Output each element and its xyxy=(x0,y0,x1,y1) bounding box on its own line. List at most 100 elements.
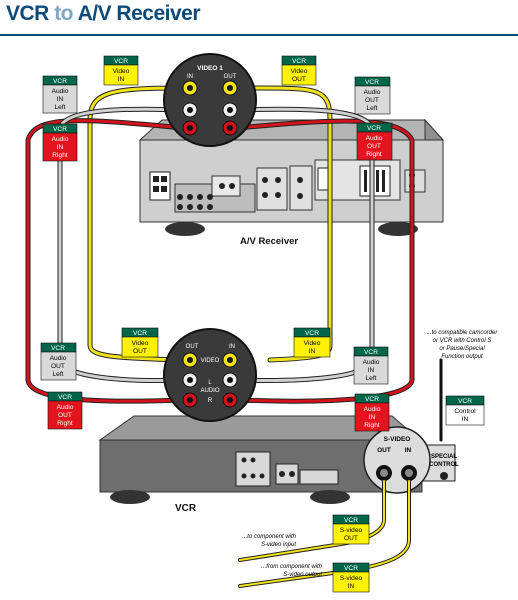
label-top-audio-out-left: VCR Audio OUT Left xyxy=(354,76,391,115)
receiver-jack-panel: VIDEO 1 IN OUT xyxy=(163,53,257,147)
svg-text:VCR: VCR xyxy=(344,517,358,524)
vcr-jack-panel: OUT IN VIDEO L AUDIO R xyxy=(163,328,257,422)
label-svideo-in: VCR S-video IN xyxy=(332,562,370,593)
svg-text:Function output: Function output xyxy=(441,354,483,360)
svg-text:S-video input: S-video input xyxy=(261,542,296,548)
svg-text:OUT: OUT xyxy=(51,363,65,370)
receiver-caption: A/V Receiver xyxy=(240,236,298,247)
svg-text:Control: Control xyxy=(454,408,476,415)
svg-text:Right: Right xyxy=(57,420,73,427)
svg-text:IN: IN xyxy=(462,416,469,423)
svg-text:OUT: OUT xyxy=(58,412,72,419)
svg-text:S-video output: S-video output xyxy=(283,572,322,578)
svg-text:Audio: Audio xyxy=(363,359,380,366)
svg-text:VCR: VCR xyxy=(292,58,306,65)
av-receiver: A/V Receiver xyxy=(138,118,445,247)
svg-text:Audio: Audio xyxy=(50,355,67,362)
svg-text:...to compatible camcorder: ...to compatible camcorder xyxy=(427,330,499,336)
svg-text:IN: IN xyxy=(57,144,64,151)
svg-text:Left: Left xyxy=(366,375,377,382)
control-label: CONTROL xyxy=(429,462,459,468)
svg-text:VCR: VCR xyxy=(305,330,319,337)
bottom-out-label: OUT xyxy=(186,344,199,350)
label-bottom-audio-out-left: VCR Audio OUT Left xyxy=(40,342,77,381)
note-from-component: ...from component with S-video output xyxy=(261,564,322,578)
video1-label: VIDEO 1 xyxy=(197,65,223,72)
special-label: SPECIAL xyxy=(431,454,457,460)
svg-text:IN: IN xyxy=(369,414,376,421)
title-vcr: VCR xyxy=(6,2,49,25)
label-bottom-audio-out-right: VCR Audio OUT Right xyxy=(47,391,83,430)
special-control-jack xyxy=(440,472,448,480)
bottom-video-label: VIDEO xyxy=(201,358,220,364)
svg-text:Audio: Audio xyxy=(364,406,381,413)
svideo-title: S-VIDEO xyxy=(384,436,411,443)
svg-text:Right: Right xyxy=(364,422,380,429)
svg-text:VCR: VCR xyxy=(53,126,67,133)
label-top-video-in: VCR Video IN xyxy=(103,55,139,86)
svg-text:S-video: S-video xyxy=(340,527,363,534)
note-to-component: ...to component with S-video input xyxy=(242,534,296,548)
page-title: VCR to A/V Receiver xyxy=(6,2,201,26)
svg-text:OUT: OUT xyxy=(365,97,379,104)
svg-text:OUT: OUT xyxy=(133,348,147,355)
bottom-in-label: IN xyxy=(229,344,235,350)
vcr-caption: VCR xyxy=(175,503,197,514)
bottom-l-label: L xyxy=(208,380,212,386)
svg-text:VCR: VCR xyxy=(365,79,379,86)
svg-text:Left: Left xyxy=(367,105,378,112)
label-bottom-audio-in-right: VCR Audio IN Right xyxy=(354,393,390,432)
svg-text:...to component with: ...to component with xyxy=(242,534,296,540)
svg-text:IN: IN xyxy=(348,583,355,590)
svg-text:Video: Video xyxy=(132,340,149,347)
title-to: to xyxy=(54,2,74,25)
label-bottom-video-out: VCR Video OUT xyxy=(121,327,159,358)
svg-text:Video: Video xyxy=(291,68,308,75)
svg-text:Audio: Audio xyxy=(52,88,69,95)
svideo-in-label: IN xyxy=(405,447,412,454)
title-receiver: A/V Receiver xyxy=(77,2,201,25)
label-top-video-out: VCR Video OUT xyxy=(281,55,317,86)
svg-text:VCR: VCR xyxy=(365,396,379,403)
label-top-audio-in-left: VCR Audio IN Left xyxy=(42,75,78,114)
svg-text:Audio: Audio xyxy=(57,404,74,411)
svideo-out-label: OUT xyxy=(377,447,391,454)
label-top-audio-in-right: VCR Audio IN Right xyxy=(42,123,78,162)
top-out-label: OUT xyxy=(224,74,237,80)
svg-text:VCR: VCR xyxy=(367,125,381,132)
svg-text:Audio: Audio xyxy=(52,136,69,143)
svg-text:VCR: VCR xyxy=(58,394,72,401)
svg-text:VCR: VCR xyxy=(364,349,378,356)
svg-text:Left: Left xyxy=(55,104,66,111)
svg-text:IN: IN xyxy=(368,367,375,374)
svg-text:OUT: OUT xyxy=(344,535,358,542)
svg-text:OUT: OUT xyxy=(292,76,306,83)
title-rule xyxy=(0,34,518,36)
svg-text:VCR: VCR xyxy=(344,565,358,572)
svg-text:...from component with: ...from component with xyxy=(261,564,322,570)
label-bottom-audio-in-left: VCR Audio IN Left xyxy=(353,346,389,385)
svg-text:Right: Right xyxy=(366,151,382,158)
svg-text:IN: IN xyxy=(118,76,125,83)
svg-text:Left: Left xyxy=(53,371,64,378)
top-in-label: IN xyxy=(187,74,193,80)
svg-text:VCR: VCR xyxy=(114,58,128,65)
svg-text:IN: IN xyxy=(309,348,316,355)
bottom-audio-label: AUDIO xyxy=(200,388,219,394)
svg-text:Audio: Audio xyxy=(364,89,381,96)
note-camcorder: ...to compatible camcorder or VCR with C… xyxy=(427,330,499,360)
svideo-panel: S-VIDEO OUT IN SPECIAL CONTROL xyxy=(363,426,459,494)
svg-text:Video: Video xyxy=(113,68,130,75)
svg-text:or Pause/Special: or Pause/Special xyxy=(439,346,485,352)
svg-text:S-video: S-video xyxy=(340,575,363,582)
label-svideo-out: VCR S-video OUT xyxy=(332,514,370,545)
label-control-in: VCR Control IN xyxy=(445,395,485,426)
label-bottom-video-in: VCR Video IN xyxy=(293,327,331,358)
svg-text:VCR: VCR xyxy=(458,398,472,405)
svg-text:or VCR with Control S: or VCR with Control S xyxy=(433,338,492,344)
svg-text:Right: Right xyxy=(52,152,68,159)
svg-text:Video: Video xyxy=(304,340,321,347)
bottom-r-label: R xyxy=(208,398,213,404)
label-top-audio-out-right: VCR Audio OUT Right xyxy=(356,122,393,161)
